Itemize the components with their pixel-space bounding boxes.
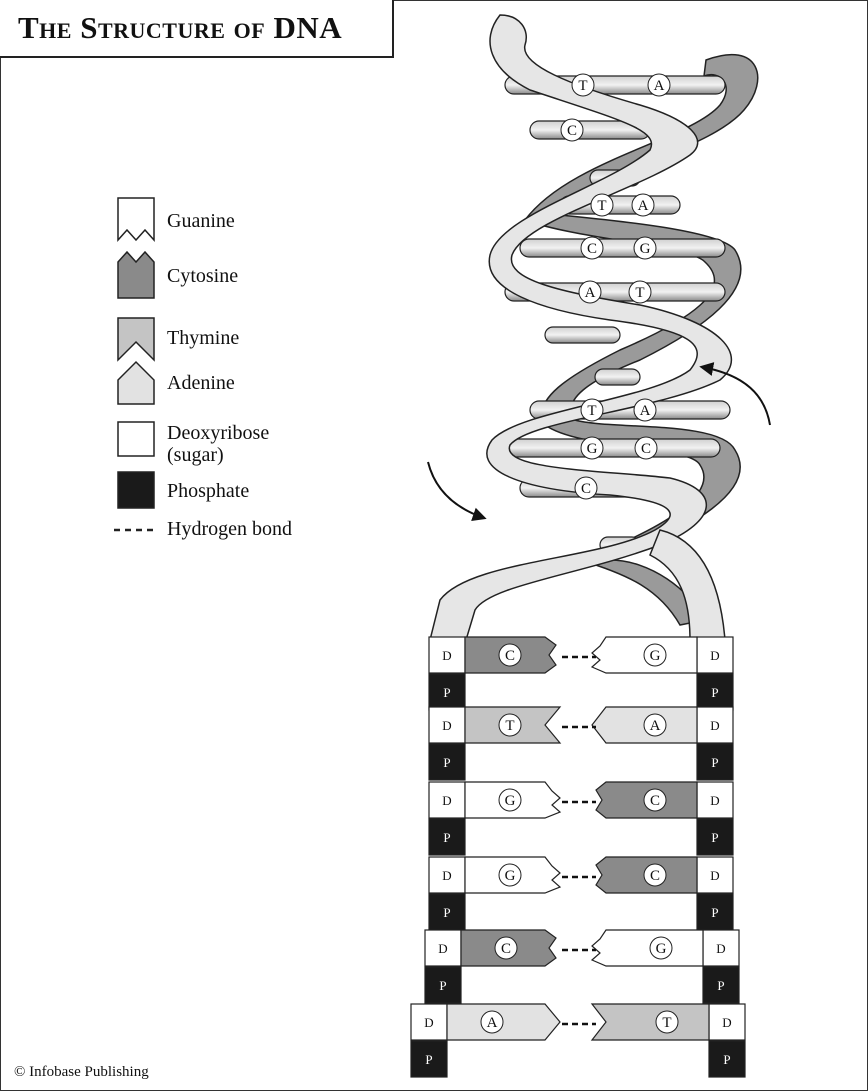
sugar-left-label: D xyxy=(442,718,451,733)
phosphate-right-label: P xyxy=(711,685,718,700)
legend-label-adenine: Adenine xyxy=(167,372,235,394)
helix-base-label: C xyxy=(641,441,651,457)
sugar-right-label: D xyxy=(722,1015,731,1030)
phosphate-right-label: P xyxy=(711,755,718,770)
phosphate-left-label: P xyxy=(443,905,450,920)
legend-label-hydrogen-bond: Hydrogen bond xyxy=(167,518,292,540)
phosphate-right-label: P xyxy=(717,978,724,993)
phosphate-left-label: P xyxy=(425,1052,432,1067)
helix-base-label: T xyxy=(597,198,606,214)
legend-label-cytosine: Cytosine xyxy=(167,265,238,287)
helix-base-label: A xyxy=(585,285,596,301)
legend-label-phosphate: Phosphate xyxy=(167,480,249,502)
ladder-base-label: C xyxy=(505,648,515,664)
legend-label-guanine: Guanine xyxy=(167,210,235,232)
legend-guanine-icon xyxy=(118,198,154,240)
phosphate-right-label: P xyxy=(711,830,718,845)
sugar-right-label: D xyxy=(710,648,719,663)
ladder-base-label: C xyxy=(650,793,660,809)
sugar-left-label: D xyxy=(442,793,451,808)
phosphate-right-label: P xyxy=(723,1052,730,1067)
ladder-base-right xyxy=(592,930,703,966)
phosphate-left-label: P xyxy=(443,685,450,700)
helix-base-label: T xyxy=(635,285,644,301)
helix-base-label: C xyxy=(587,241,597,257)
rotation-arrow-left-icon xyxy=(428,462,484,518)
phosphate-left-label: P xyxy=(443,830,450,845)
ladder-base-label: G xyxy=(505,868,516,884)
legend-label-thymine: Thymine xyxy=(167,327,239,349)
legend-deoxyribose-icon xyxy=(118,422,154,456)
unwound-ladder: D D P P C G D D P P T A D D P P G C D D P P G C D D P P C G D D P P A T xyxy=(411,637,745,1077)
page-title: The Structure of DNA xyxy=(18,10,342,46)
ladder-base-label: T xyxy=(662,1015,671,1031)
ladder-base-label: C xyxy=(501,941,511,957)
legend xyxy=(114,198,156,530)
helix-rod xyxy=(520,239,725,257)
ladder-base-label: A xyxy=(487,1015,498,1031)
sugar-right-label: D xyxy=(710,793,719,808)
ladder-base-label: A xyxy=(650,718,661,734)
sugar-left-label: D xyxy=(438,941,447,956)
helix-base-label: A xyxy=(654,78,665,94)
helix-base-label: C xyxy=(581,481,591,497)
sugar-left-label: D xyxy=(424,1015,433,1030)
sugar-right-label: D xyxy=(710,868,719,883)
helix-rod xyxy=(595,369,640,385)
helix-base-label: A xyxy=(640,403,651,419)
helix-base-label: G xyxy=(587,441,598,457)
legend-phosphate-icon xyxy=(118,472,154,508)
helix-base-label: C xyxy=(567,123,577,139)
ladder-base-label: C xyxy=(650,868,660,884)
helix-rod xyxy=(500,439,720,457)
ladder-base-label: G xyxy=(656,941,667,957)
title-box: The Structure of DNA xyxy=(0,0,394,58)
legend-label-deoxyribose: Deoxyribose (sugar) xyxy=(167,422,269,466)
ladder-base-label: G xyxy=(650,648,661,664)
legend-cytosine-icon xyxy=(118,252,154,298)
ladder-base-right xyxy=(592,1004,709,1040)
ladder-base-label: T xyxy=(505,718,514,734)
phosphate-left-label: P xyxy=(439,978,446,993)
helix-base-label: A xyxy=(638,198,649,214)
legend-adenine-icon xyxy=(118,362,154,404)
helix-base-label: T xyxy=(587,403,596,419)
helix-rod xyxy=(545,327,620,343)
sugar-left-label: D xyxy=(442,868,451,883)
copyright-credit: © Infobase Publishing xyxy=(14,1064,149,1081)
sugar-right-label: D xyxy=(710,718,719,733)
sugar-left-label: D xyxy=(442,648,451,663)
sugar-right-label: D xyxy=(716,941,725,956)
legend-thymine-icon xyxy=(118,318,154,360)
ladder-base-label: G xyxy=(505,793,516,809)
helix-base-label: T xyxy=(578,78,587,94)
helix-base-label: G xyxy=(640,241,651,257)
phosphate-right-label: P xyxy=(711,905,718,920)
phosphate-left-label: P xyxy=(443,755,450,770)
